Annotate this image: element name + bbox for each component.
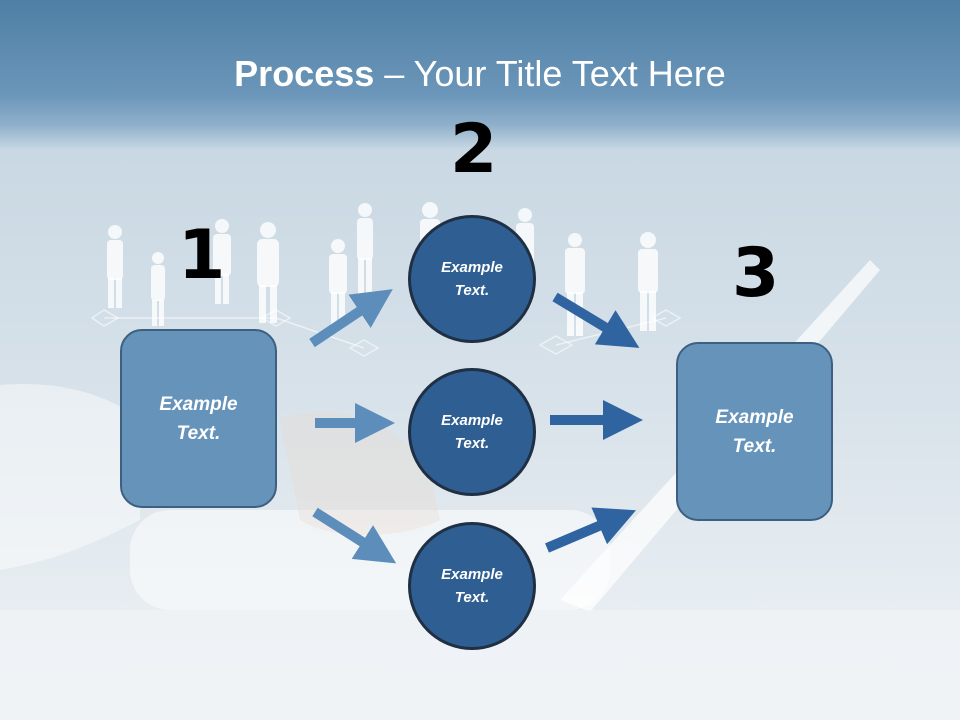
- right-box-line1: Example: [715, 406, 794, 428]
- left-box-line1: Example: [159, 393, 238, 415]
- circle-middle-line1: Example: [441, 412, 503, 429]
- circle-middle-line2: Text.: [454, 435, 490, 452]
- step-number-1: 1: [178, 216, 226, 295]
- right-box-line2: Text.: [732, 435, 777, 457]
- person-silhouette: [107, 225, 123, 308]
- step-number-3: 3: [732, 234, 780, 313]
- slide-title: Process – Your Title Text Here: [0, 52, 960, 96]
- step-number-2: 2: [450, 110, 498, 189]
- circle-top-line1: Example: [441, 259, 503, 276]
- circle-bottom-line1: Example: [441, 566, 503, 583]
- title-rest: – Your Title Text Here: [374, 53, 726, 94]
- title-bold: Process: [234, 53, 375, 94]
- circle-top-line2: Text.: [454, 282, 490, 299]
- left-box-line2: Text.: [176, 422, 221, 444]
- circle-bottom-line2: Text.: [454, 589, 490, 606]
